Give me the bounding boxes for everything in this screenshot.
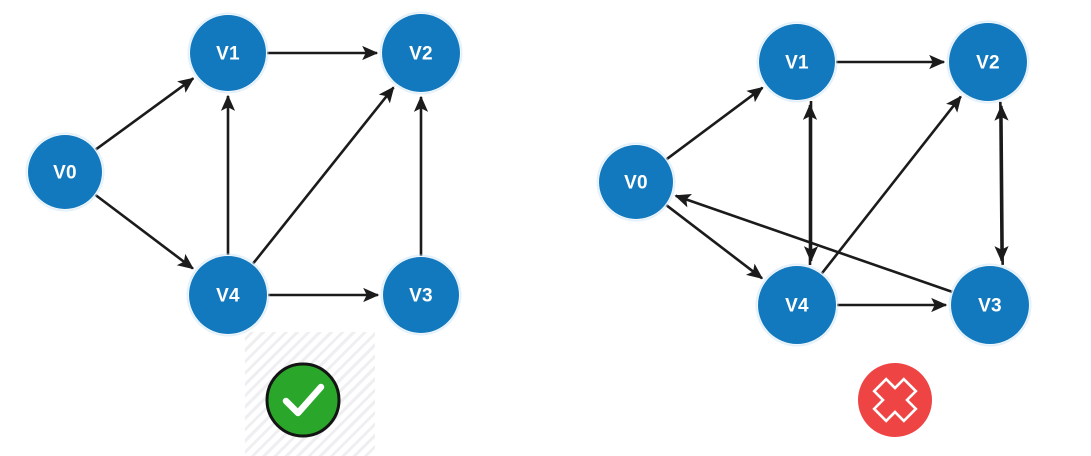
node-halo <box>755 263 839 347</box>
node-label: V0 <box>53 163 77 184</box>
node-v0[interactable]: V0 <box>25 132 105 212</box>
node-label: V1 <box>216 44 240 65</box>
node-label: V3 <box>978 296 1002 317</box>
node-halo <box>948 263 1032 347</box>
edge-v3-to-v2 <box>994 104 1009 265</box>
node-halo <box>187 12 269 94</box>
node-circle <box>759 24 835 100</box>
cross-icon <box>858 363 932 437</box>
node-halo <box>186 253 270 337</box>
node-circle <box>599 145 673 219</box>
node-label: V2 <box>409 44 433 65</box>
node-halo <box>380 254 462 336</box>
node-halo <box>596 142 676 222</box>
node-label: V4 <box>785 296 809 317</box>
node-v1[interactable]: V1 <box>187 12 269 94</box>
node-halo <box>25 132 105 212</box>
node-v0[interactable]: V0 <box>596 142 676 222</box>
node-circle <box>190 15 266 91</box>
edge-v0-to-v4 <box>665 204 764 280</box>
node-circle <box>758 266 836 344</box>
edge-v0-to-v1 <box>665 86 764 161</box>
node-label: V2 <box>976 53 1000 74</box>
node-circle <box>383 257 459 333</box>
edge-v0-to-v4 <box>94 193 194 270</box>
node-circle <box>949 23 1027 101</box>
node-circle <box>189 256 267 334</box>
check-icon <box>265 362 341 438</box>
edge-v0-to-v1 <box>94 77 195 151</box>
node-circle <box>951 266 1029 344</box>
cross-glyph <box>872 377 918 423</box>
check-glyph <box>282 383 325 417</box>
node-v3[interactable]: V3 <box>380 254 462 336</box>
edge-v4-to-v2 <box>820 95 962 275</box>
node-halo <box>379 11 463 95</box>
node-label: V0 <box>624 173 648 194</box>
node-v1[interactable]: V1 <box>756 21 838 103</box>
node-label: V3 <box>409 286 433 307</box>
edge-v3-to-v0 <box>674 193 953 294</box>
node-label: V1 <box>785 53 809 74</box>
node-circle <box>28 135 102 209</box>
node-v4[interactable]: V4 <box>755 263 839 347</box>
node-v2[interactable]: V2 <box>946 20 1030 104</box>
node-label: V4 <box>216 286 240 307</box>
node-v4[interactable]: V4 <box>186 253 270 337</box>
node-circle <box>382 14 460 92</box>
node-halo <box>946 20 1030 104</box>
edges-layer <box>94 45 1009 313</box>
valid-badge-circle <box>265 362 341 438</box>
node-v3[interactable]: V3 <box>948 263 1032 347</box>
badges-layer <box>265 362 932 438</box>
edge-v4-to-v2 <box>251 86 395 265</box>
node-halo <box>756 21 838 103</box>
node-v2[interactable]: V2 <box>379 11 463 95</box>
